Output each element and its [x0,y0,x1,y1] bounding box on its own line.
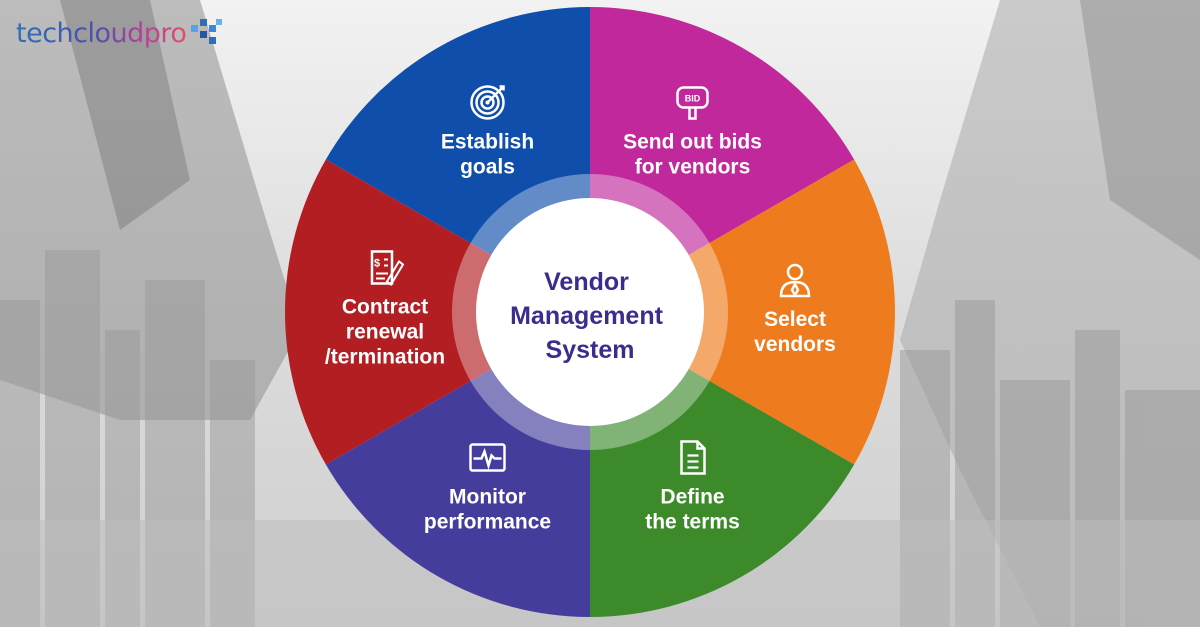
segment-label-line: /termination [325,346,445,369]
brand-logo: techcloudpro [16,14,223,54]
target-icon [470,85,505,120]
center-title-line: System [546,336,635,364]
pulse-monitor-icon [469,443,506,472]
segment-contract-renewal [285,159,590,465]
brand-name: techcloudpro [16,14,187,54]
segment-label-line: Establish [441,130,534,153]
segment-label-line: renewal [346,321,424,344]
segment-label-line: Contract [342,296,428,319]
center-title-line: Management [510,302,663,330]
center-circle [476,198,704,426]
segment-label-line: for vendors [635,155,751,178]
segment-label-line: Send out bids [623,130,762,153]
segment-label-line: Define [660,486,724,509]
segment-label-line: the terms [645,511,740,534]
segment-label-line: goals [460,155,515,178]
contract-icon: $ [370,250,405,286]
segment-label-line: vendors [754,333,836,356]
segment-label-line: Select [764,308,826,331]
person-icon [779,263,811,298]
svg-text:BID: BID [685,93,701,103]
bid-sign-icon: BID [676,86,709,120]
segment-select-vendors [590,159,895,465]
segment-label-line: Monitor [449,486,526,509]
segment-label-line: performance [424,511,551,534]
center-title: Vendor Management System [510,268,670,364]
svg-text:$: $ [374,258,380,270]
brand-mark-icon [191,19,223,44]
center-title-line: Vendor [544,268,629,296]
document-icon [680,440,706,475]
